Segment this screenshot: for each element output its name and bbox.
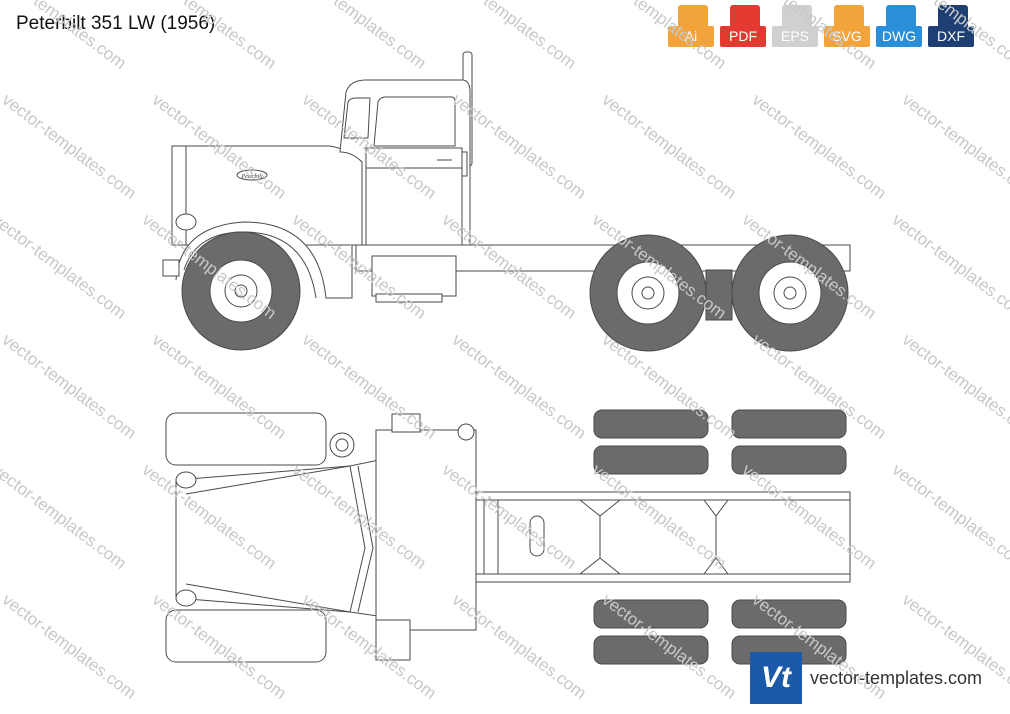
site-name: vector-templates.com: [810, 667, 983, 688]
page-title: Peterbilt 351 LW (1956): [16, 13, 216, 34]
format-list: Ai PDF EPS SVG DWG DXF: [668, 5, 974, 53]
brand-badge[interactable]: Vt vector-templates.com: [750, 652, 982, 704]
top-view: [165, 409, 851, 665]
vt-logo: Vt: [750, 652, 802, 704]
format-dxf[interactable]: DXF: [928, 5, 974, 53]
format-pdf[interactable]: PDF: [720, 5, 766, 53]
format-svg[interactable]: SVG: [824, 5, 870, 53]
format-eps[interactable]: EPS: [772, 5, 818, 53]
side-view: Peterbilt: [162, 51, 851, 352]
emblem-text: Peterbilt: [241, 174, 263, 180]
format-dwg[interactable]: DWG: [876, 5, 922, 53]
peterbilt-emblem: [236, 169, 268, 181]
format-ai[interactable]: Ai: [668, 5, 714, 53]
